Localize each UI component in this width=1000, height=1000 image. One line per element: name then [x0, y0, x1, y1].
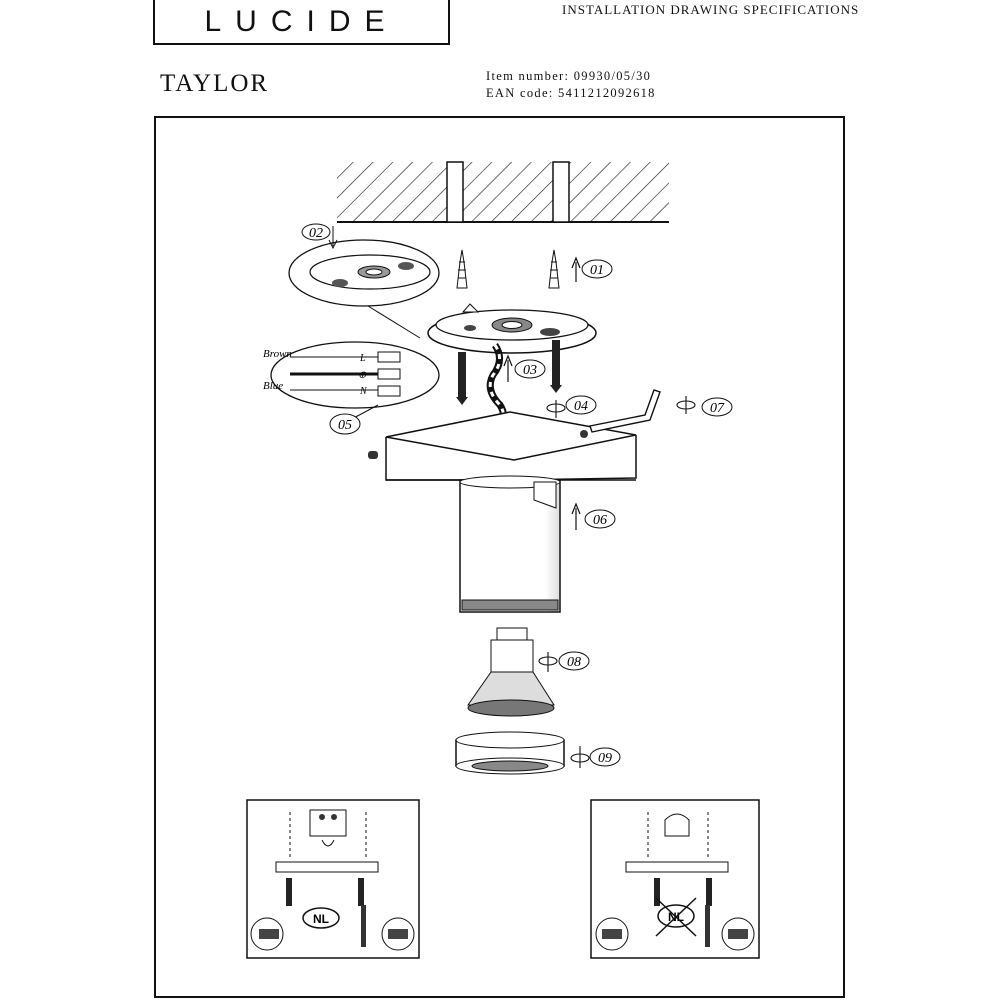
fixture-cylinder: [459, 475, 581, 613]
ean-code: 5411212092618: [558, 86, 656, 100]
step-04: 04: [574, 399, 588, 414]
terminal-n: N: [359, 386, 368, 397]
mounting-box-right: NL: [590, 799, 760, 959]
wiring-detail: [270, 341, 440, 421]
rotation-icons: [538, 396, 696, 768]
step-09: 09: [598, 751, 612, 766]
blue-wire-label: Blue: [263, 380, 283, 392]
mounting-plate: [427, 303, 597, 354]
cover-ring: [455, 731, 565, 775]
product-name: TAYLOR: [160, 70, 270, 97]
item-info: Item number: 09930/05/30 EAN code: 54112…: [486, 68, 656, 102]
terminal-earth: ⊕: [358, 370, 367, 381]
drawing-frame: [154, 116, 845, 998]
mounting-box-left: NL: [246, 799, 420, 959]
step-callouts: 02 01 03 04 05 06 07 08 09: [301, 223, 733, 767]
nl-badge-left: NL: [313, 912, 329, 926]
step-06: 06: [593, 513, 607, 528]
brown-wire-label: Brown: [263, 348, 292, 360]
power-cable: [486, 343, 508, 421]
step-03: 03: [523, 363, 537, 378]
screws: [456, 340, 562, 405]
wall-anchors: [456, 249, 581, 289]
document-title: INSTALLATION DRAWING SPECIFICATIONS: [562, 2, 860, 17]
hex-key: [589, 389, 661, 433]
ean-label: EAN code:: [486, 86, 554, 100]
item-number: 09930/05/30: [573, 69, 652, 83]
gu10-bulb: [467, 627, 555, 717]
fixture-base: [368, 411, 637, 481]
item-number-label: Item number:: [486, 69, 570, 83]
step-05: 05: [338, 418, 352, 433]
step-07: 07: [710, 401, 725, 416]
step-02: 02: [309, 226, 323, 241]
brand-logo: LUCIDE: [153, 0, 450, 45]
terminal-l: L: [359, 353, 366, 364]
ceiling: [337, 161, 669, 223]
step-01: 01: [590, 263, 604, 278]
mounting-plate-detail: [288, 239, 440, 339]
step-08: 08: [567, 655, 581, 670]
